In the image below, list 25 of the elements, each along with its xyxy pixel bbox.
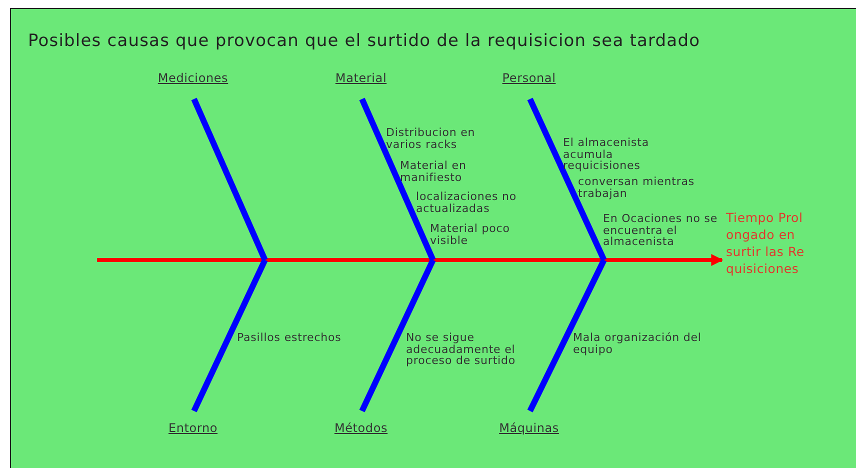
cause-label: El almacenista acumula requicisiones (563, 137, 650, 172)
cause-label: Pasillos estrechos (237, 332, 342, 344)
diagram-title: Posibles causas que provocan que el surtido de la requisicion sea tardado (28, 31, 700, 51)
spine-arrow (97, 254, 724, 266)
category-label: Material (335, 71, 387, 85)
cause-label: Mala organización del equipo (573, 332, 702, 355)
category-label: Máquinas (499, 421, 559, 435)
cause-label: localizaciones no actualizadas (416, 191, 518, 214)
effect-label: Tiempo Prolongado en surtir las Requisiciones (726, 209, 806, 277)
bone-line (359, 98, 436, 262)
bone-line (359, 258, 436, 412)
category-label: Métodos (334, 421, 388, 435)
bone-line (191, 98, 268, 262)
cause-label: Material en manifiesto (400, 160, 468, 183)
cause-label: En Ocaciones no se encuentra el almacenista (603, 213, 719, 248)
category-label: Mediciones (158, 71, 228, 85)
bone-line (527, 98, 607, 262)
bone-line (191, 258, 268, 412)
category-label: Personal (502, 71, 556, 85)
cause-label: conversan mientras trabajan (578, 176, 696, 199)
cause-label: Material poco visible (430, 223, 511, 246)
bone-line (527, 258, 607, 412)
cause-label: No se sigue adecuadamente el proceso de surtido (406, 332, 517, 366)
category-label: Entorno (168, 421, 218, 435)
cause-label: Distribucion en varios racks (386, 127, 476, 150)
